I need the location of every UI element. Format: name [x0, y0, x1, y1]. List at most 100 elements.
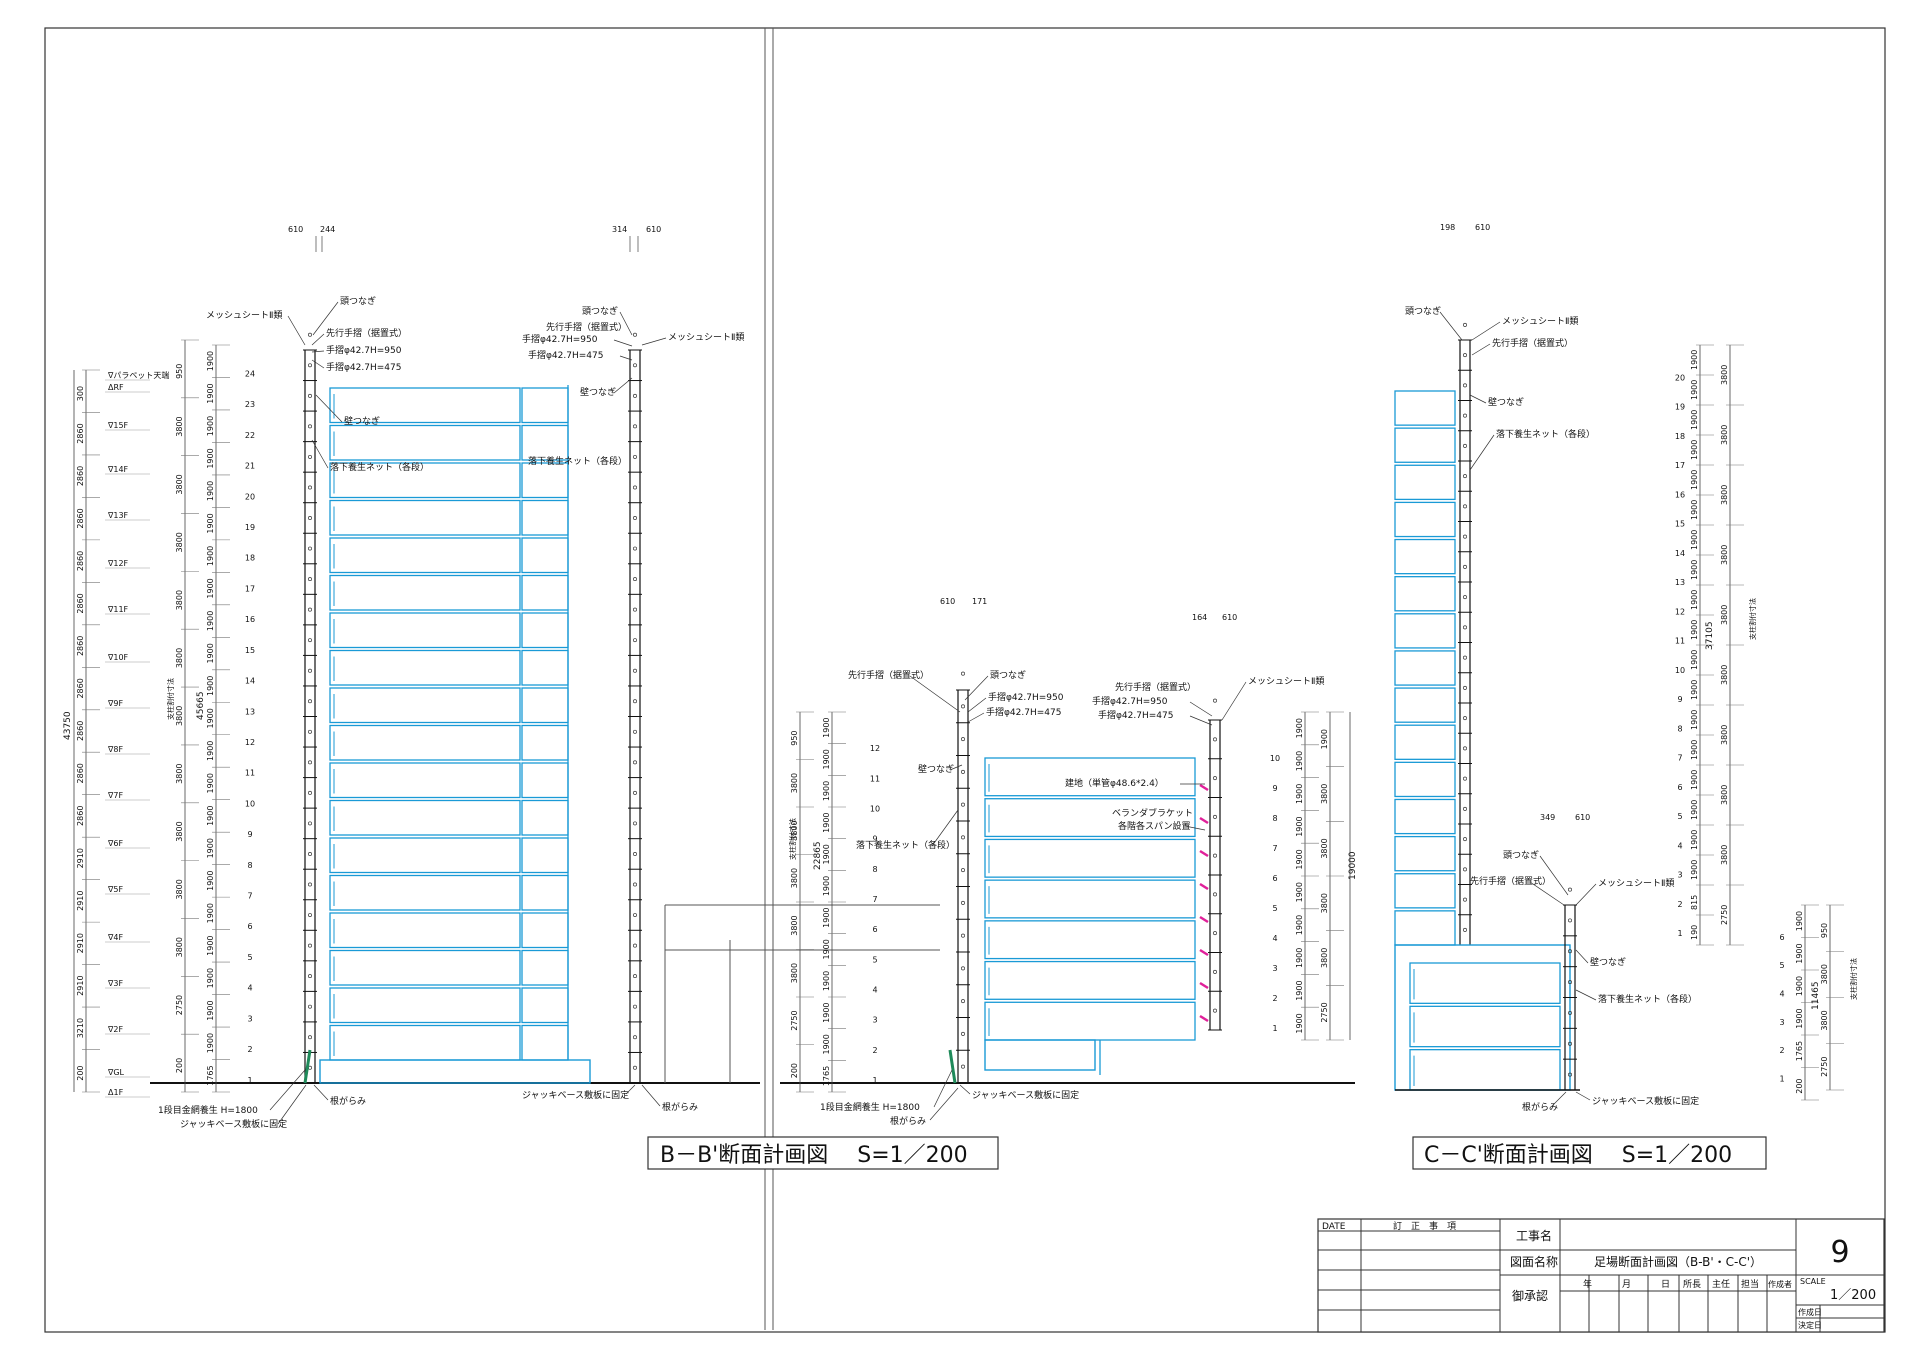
bb-note-mesh-r: メッシュシートⅡ類	[668, 332, 744, 343]
bb-floor-dim-value: 2860	[76, 593, 85, 613]
bb-scaffold-left-clamp	[308, 638, 312, 643]
cc-lift-dim-value: 3800	[1720, 725, 1729, 745]
mid-right-subtotal: 19000	[1348, 851, 1358, 880]
leader	[311, 359, 325, 369]
bb-scaffold-left-clamp	[308, 790, 312, 795]
leader	[313, 1084, 329, 1101]
cc-note-atama: 頭つなぎ	[1405, 305, 1441, 317]
leader	[625, 1084, 636, 1095]
mid-right-stage-num: 4	[1272, 934, 1277, 943]
mid-building-floor	[984, 879, 1196, 919]
bb-lift-dim-value: 3800	[175, 706, 184, 726]
mid-scaffold-right-clamp	[1213, 892, 1217, 897]
bb-core-floor	[521, 387, 569, 424]
mid-stage-num: 12	[870, 744, 880, 753]
cc-stage-dim-value: 1900	[1690, 770, 1699, 790]
cc-low-stage-dim-value: 1900	[1795, 911, 1804, 931]
bb-building-floor	[329, 837, 521, 874]
leader	[1575, 883, 1597, 906]
cc-stage-num: 5	[1677, 812, 1682, 821]
leader	[1469, 394, 1487, 404]
sheet-number: 9	[1830, 1235, 1849, 1270]
mid-stage-num: 7	[872, 895, 877, 904]
cc-building-upper-floor	[1394, 835, 1456, 872]
bb-scaffold-right-clamp	[633, 454, 637, 459]
cc-note-net-low: 落下養生ネット（各段）	[1598, 993, 1697, 1005]
bb-floor-label: ∇GL	[107, 1068, 125, 1077]
mid-stage-dim-value: 1900	[822, 939, 831, 959]
mid-note-mesh: メッシュシートⅡ類	[1248, 676, 1324, 687]
leader	[909, 675, 961, 713]
bb-floor-label: ∇6F	[107, 839, 123, 848]
cc-note-mesh-low: メッシュシートⅡ類	[1598, 878, 1674, 889]
bb-building-floor	[329, 724, 521, 761]
cc-note-mesh: メッシュシートⅡ類	[1502, 316, 1578, 327]
mid-right-stage-num: 6	[1272, 874, 1277, 883]
mid-lift-dim-value: 3800	[790, 820, 799, 840]
bb-stage-num: 6	[247, 922, 252, 931]
mid-scaffold-right-clamp	[1213, 931, 1217, 936]
bb-stage-num: 4	[247, 984, 252, 993]
mid-right-stage-dim-value: 1900	[1295, 718, 1304, 738]
cc-stage-num: 12	[1675, 607, 1685, 616]
cc-stage-dim-value: 1900	[1690, 350, 1699, 370]
mid-veranda-bracket	[1199, 882, 1209, 891]
cc-lift-dim-value: 3800	[1720, 785, 1729, 805]
bb-scaffold-right-clamp	[633, 851, 637, 856]
leader	[613, 377, 633, 394]
bb-floor-label: ΔRF	[108, 383, 124, 392]
mid-scaffold-left-clamp	[961, 704, 965, 709]
bb-floor-dim-value: 300	[76, 386, 85, 401]
cc-low-subtotal: 11465	[1811, 981, 1821, 1010]
cc-stage-num: 6	[1677, 783, 1682, 792]
bb-note-tesuri950-r: 手摺φ42.7H=950	[522, 333, 598, 345]
mid-stage-dim-value: 1900	[822, 749, 831, 769]
bb-stage-num: 8	[247, 861, 252, 870]
bb-scaffold-left-clamp	[308, 332, 312, 337]
cc-lift-dim-value: 3800	[1720, 665, 1729, 685]
mid-building-floor	[984, 838, 1196, 878]
project-label: 工事名	[1516, 1228, 1552, 1243]
cc-lift-dim-value: 3800	[1720, 425, 1729, 445]
mid-scaffold-left-clamp	[961, 671, 965, 676]
cc-scaffold-low-clamp	[1568, 1010, 1572, 1015]
bb-note-net-r: 落下養生ネット（各段）	[528, 455, 627, 467]
cc-scaffold-top-clamp	[1463, 474, 1467, 479]
bb-scaffold-left-clamp	[308, 913, 312, 917]
bb-stage-dim-value: 1900	[206, 935, 215, 955]
mid-veranda-bracket	[1199, 783, 1209, 792]
cc-building-upper-floor	[1394, 464, 1456, 501]
cc-stage-dim-value: 1900	[1690, 740, 1699, 760]
cc-stage-dim-value: 1900	[1690, 560, 1699, 580]
mid-right-stage-dim-value: 1900	[1295, 882, 1304, 902]
cc-stage-num: 4	[1677, 841, 1682, 850]
bb-scaffold-left-clamp	[308, 393, 312, 398]
bb-core-floor	[521, 612, 569, 649]
mid-lift-dim-value: 3800	[790, 868, 799, 888]
cc-lift-dim-value: 3800	[1720, 485, 1729, 505]
mid-stage-dim-value: 1900	[822, 781, 831, 801]
bb-scaffold-right-clamp	[633, 516, 637, 520]
role-tanto: 担当	[1741, 1278, 1759, 1290]
mid-right-stage-num: 8	[1272, 814, 1277, 823]
cc-scaffold-top-clamp	[1463, 776, 1467, 781]
mid-note-kanaami: 1段目金網養生 H=1800	[820, 1101, 920, 1113]
bb-scaffold-right-clamp	[633, 363, 637, 368]
cc-stage-dim-value: 1900	[1690, 860, 1699, 880]
bb-stage-num: 22	[245, 431, 255, 440]
cc-building-upper-floor	[1394, 687, 1456, 723]
bb-note-kabe-r: 壁つなぎ	[580, 386, 616, 398]
mid-note-negarami: 根がらみ	[890, 1115, 926, 1127]
bb-floor-label: ∇12F	[107, 559, 129, 568]
leader	[1539, 855, 1569, 896]
cc-note-sekou: 先行手摺（据置式）	[1492, 337, 1573, 349]
bb-stage-num: 10	[245, 799, 255, 808]
bb-core-floor	[521, 987, 569, 1024]
mid-note-veranda: ベランダブラケット	[1112, 807, 1193, 819]
cc-low-stage-dim-value: 1765	[1795, 1041, 1804, 1061]
scale-value: 1／200	[1830, 1288, 1876, 1303]
leader	[1189, 701, 1213, 717]
bb-stage-dim-value: 1900	[206, 741, 215, 761]
mid-right-lift-dim-value: 3800	[1320, 838, 1329, 858]
